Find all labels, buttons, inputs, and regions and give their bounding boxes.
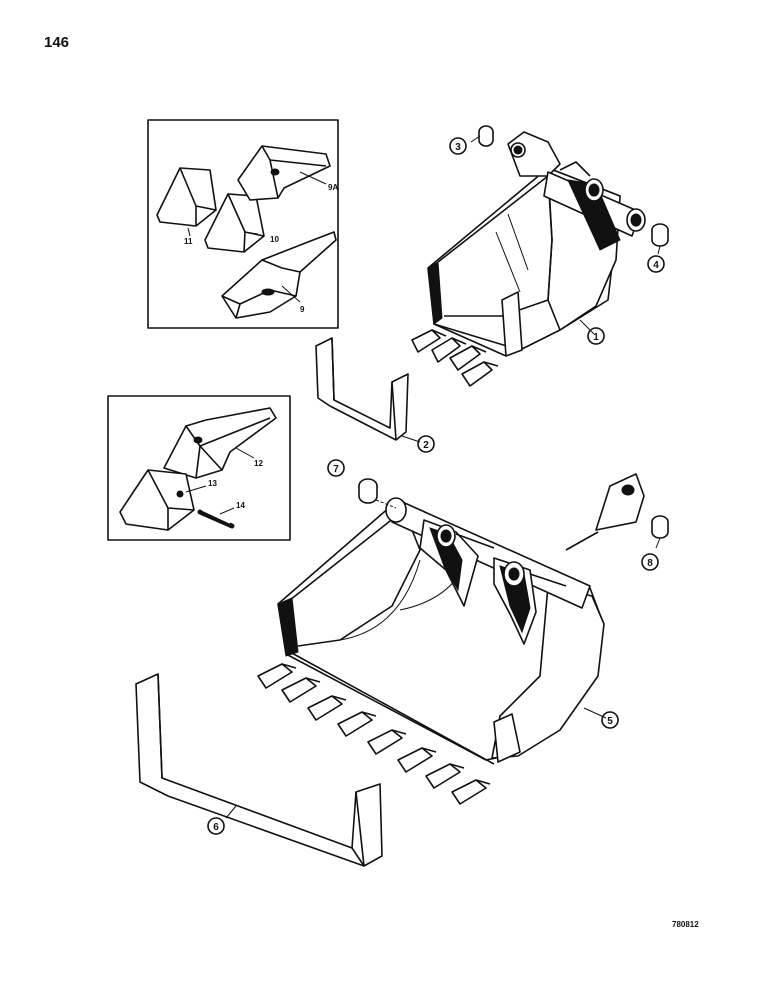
small-bucket-part-1 [411, 131, 646, 387]
inset-box-teeth-a [147, 119, 339, 329]
tooth-part-10 [204, 193, 265, 253]
large-bucket-teeth [257, 663, 491, 805]
svg-text:6: 6 [213, 822, 219, 833]
label-9: 9 [300, 305, 305, 314]
svg-text:3: 3 [455, 142, 461, 153]
wear-strip-part-6 [135, 673, 383, 867]
svg-text:2: 2 [423, 440, 429, 451]
callout-7: 7 [327, 459, 345, 477]
large-bucket-part-5 [257, 497, 605, 805]
adapter-part-9a [237, 145, 331, 201]
svg-text:7: 7 [333, 464, 339, 475]
drawing-code: 780812 [672, 920, 699, 929]
label-9a: 9A [328, 183, 338, 192]
wear-strip-part-2 [315, 337, 421, 443]
label-11: 11 [184, 237, 193, 246]
label-14: 14 [236, 501, 245, 510]
adapter-part-12 [163, 407, 277, 479]
inset-box-teeth-b [107, 395, 291, 541]
bushing-part-4 [651, 223, 669, 255]
svg-text:8: 8 [647, 558, 653, 569]
callout-3: 3 [449, 137, 467, 155]
callout-5: 5 [601, 711, 619, 729]
label-13: 13 [208, 479, 217, 488]
bushing-part-7 [358, 478, 397, 509]
pin-part-14 [197, 507, 235, 529]
tooth-part-13 [119, 469, 207, 531]
svg-text:1: 1 [593, 332, 599, 343]
callout-8: 8 [641, 553, 659, 571]
tooth-part-11 [156, 167, 217, 237]
label-12: 12 [254, 459, 263, 468]
callout-4: 4 [647, 255, 665, 273]
adapter-part-9 [221, 231, 337, 319]
svg-text:5: 5 [607, 716, 613, 727]
callout-1: 1 [587, 327, 605, 345]
svg-text:4: 4 [653, 260, 659, 271]
callout-6: 6 [207, 817, 225, 835]
bushing-part-8 [651, 515, 669, 549]
bushing-part-3 [470, 125, 494, 147]
side-plate-part [565, 473, 645, 551]
label-10: 10 [270, 235, 279, 244]
callout-2: 2 [417, 435, 435, 453]
page-number: 146 [44, 34, 70, 51]
